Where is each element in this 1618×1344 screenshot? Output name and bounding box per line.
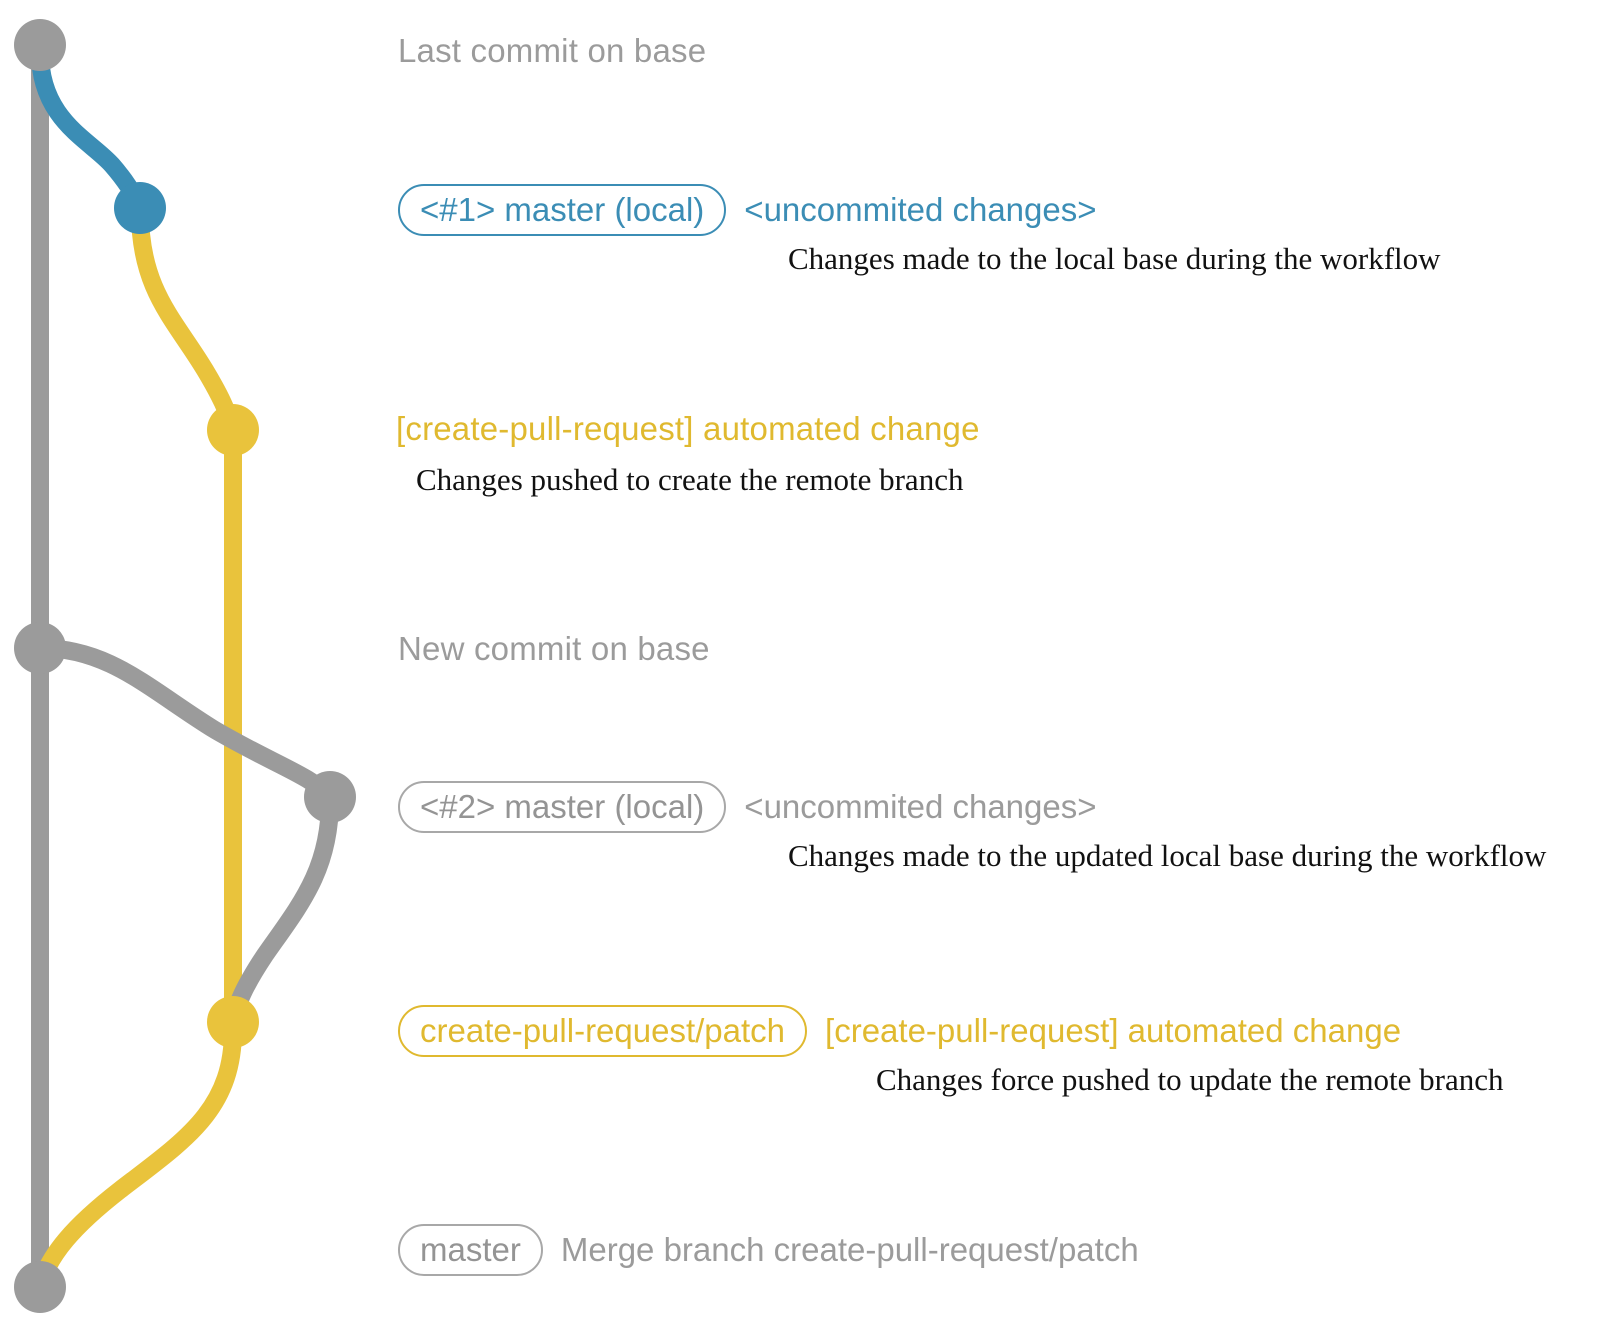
commit-message-last-commit-on-base: Last commit on base: [398, 32, 707, 69]
base-to-local-branch-line-2: [31, 639, 339, 806]
commit-message-master-local-2: <uncommited changes>: [744, 788, 1097, 825]
description-master-local-2: Changes made to the updated local base d…: [788, 838, 1547, 873]
commit-message-new-commit-on-base: New commit on base: [398, 630, 710, 667]
row-last-commit-on-base: Last commit on base: [398, 32, 706, 70]
commit-message-master-local-1: <uncommited changes>: [744, 191, 1097, 228]
branch-badge-master-local-1[interactable]: <#1> master (local): [398, 184, 727, 236]
commit-message-merge-branch: Merge branch create-pull-request/patch: [560, 1231, 1139, 1268]
branch-badge-master[interactable]: master: [398, 1224, 543, 1276]
row-automated-change-1: [create-pull-request] automated change: [396, 410, 980, 448]
base-new-node[interactable]: [14, 622, 66, 674]
row-master-local-2: <#2> master (local) <uncommited changes>: [398, 781, 1097, 833]
patch-commit-node-2[interactable]: [207, 996, 259, 1048]
base-head-node[interactable]: [14, 19, 66, 71]
description-automated-change-1: Changes pushed to create the remote bran…: [416, 462, 964, 497]
branch-badge-create-pull-request-patch[interactable]: create-pull-request/patch: [398, 1005, 808, 1057]
description-master-local-1: Changes made to the local base during th…: [788, 241, 1441, 276]
local-change-node-2[interactable]: [304, 771, 356, 823]
patch-to-merge-line: [31, 1021, 242, 1296]
local-change-node[interactable]: [114, 182, 166, 234]
patch-commit-node-1[interactable]: [207, 404, 259, 456]
merge-node[interactable]: [14, 1261, 66, 1313]
commit-message-automated-change-1: [create-pull-request] automated change: [396, 410, 980, 447]
commit-message-automated-change-2: [create-pull-request] automated change: [825, 1012, 1402, 1049]
row-merge-branch: master Merge branch create-pull-request/…: [398, 1224, 1139, 1276]
row-automated-change-2: create-pull-request/patch [create-pull-r…: [398, 1005, 1401, 1057]
branch-badge-master-local-2[interactable]: <#2> master (local): [398, 781, 727, 833]
description-automated-change-2: Changes force pushed to update the remot…: [876, 1062, 1504, 1097]
row-new-commit-on-base: New commit on base: [398, 630, 710, 668]
row-master-local-1: <#1> master (local) <uncommited changes>: [398, 184, 1097, 236]
